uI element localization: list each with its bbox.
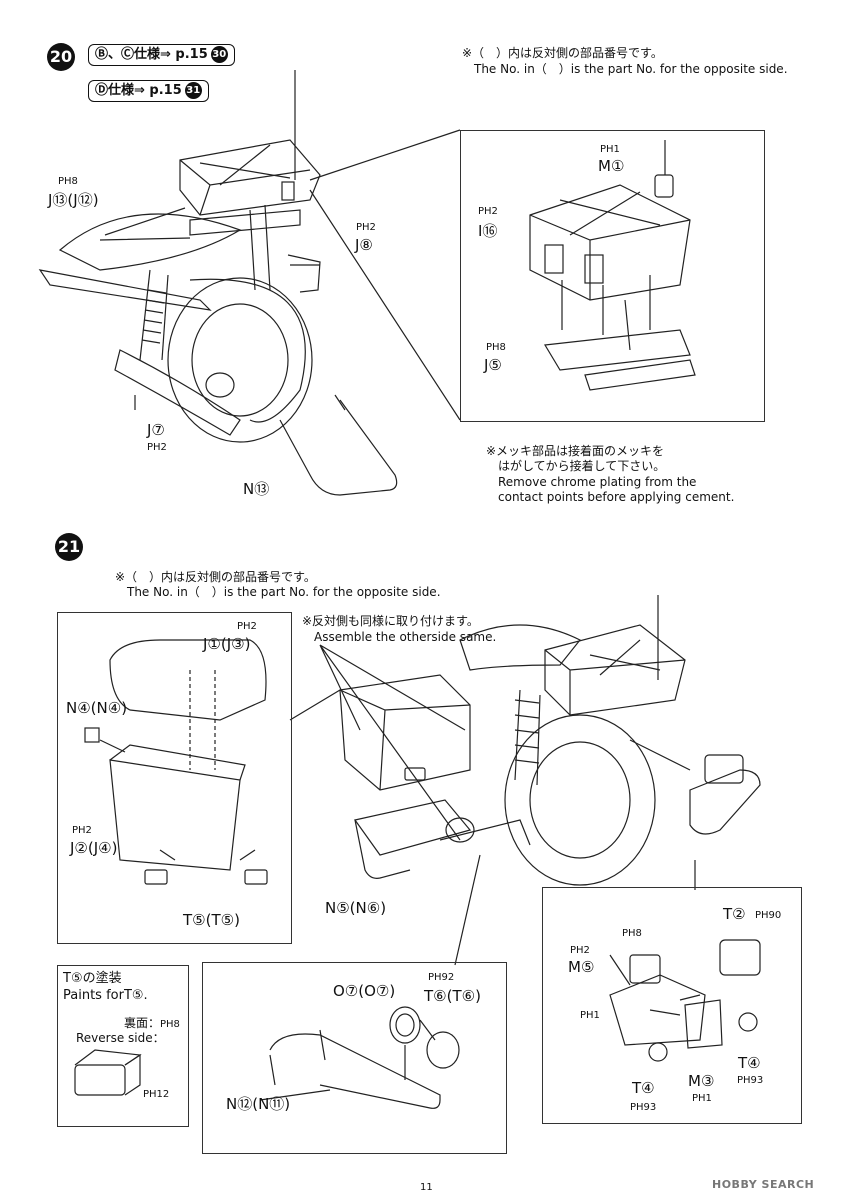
chrome-note-en-2: contact points before applying cement.: [498, 490, 735, 504]
label-ph8-reverse: PH8: [160, 1019, 180, 1030]
step-21-badge: 21: [55, 533, 83, 561]
label-t5: T⑤(T⑤): [183, 911, 240, 929]
license-detail-box: [542, 887, 802, 1124]
step-20-badge: 20: [47, 43, 75, 71]
label-ph8-m5: PH8: [622, 928, 642, 939]
saddlebag-mounted: [339, 674, 471, 791]
step21-note-en: The No. in（ ）is the part No. for the opp…: [127, 585, 441, 599]
side-rail: [38, 269, 212, 311]
label-n4: N④(N④): [66, 699, 128, 717]
assemble-note-jp: ※反対側も同様に取り付けます。: [302, 614, 479, 628]
step-20-number: 20: [49, 47, 73, 66]
bracket-j8: [287, 254, 321, 293]
label-n12: N⑫(N⑪): [226, 1095, 291, 1113]
label-reverse-en: Reverse side：: [76, 1031, 165, 1045]
label-ph1-inset: PH1: [600, 144, 620, 155]
label-m1: M①: [598, 157, 625, 175]
label-j13: J⑬(J⑫): [48, 191, 99, 209]
seat: [58, 213, 242, 271]
label-ph92: PH92: [428, 972, 455, 983]
label-ph2-a: PH2: [237, 621, 257, 632]
label-ph93-right: PH93: [737, 1075, 764, 1086]
inset-bracket-j5: [544, 329, 691, 371]
label-t4-right: T④: [738, 1054, 761, 1072]
rail-detail-box: [202, 962, 507, 1154]
muffler: [114, 349, 241, 436]
top-box-21: [544, 624, 686, 716]
label-n5: N⑤(N⑥): [325, 899, 387, 917]
step20-note-en: The No. in（ ）is the part No. for the opp…: [474, 62, 788, 76]
shock-absorber: [139, 269, 151, 361]
label-ph2-bottom: PH2: [147, 442, 167, 453]
label-ph1-b: PH1: [692, 1093, 712, 1104]
top-box-20: [179, 139, 321, 216]
label-j2: J②(J④): [70, 839, 118, 857]
assemble-note-en: Assemble the otherside same.: [314, 630, 497, 644]
label-ph90: PH90: [755, 910, 782, 921]
label-ph93-left: PH93: [630, 1102, 657, 1113]
ref-variant-bc-text: Ⓑ、Ⓒ仕様⇒ p.15: [95, 47, 208, 62]
inset-top-box: [529, 184, 691, 301]
label-ph2-b: PH2: [72, 825, 92, 836]
label-j1: J①(J③): [203, 635, 251, 653]
chrome-note-en-1: Remove chrome plating from the: [498, 475, 697, 489]
paint-detail-box: [57, 965, 189, 1127]
label-ph1-a: PH1: [580, 1010, 600, 1021]
label-ph12: PH12: [143, 1089, 170, 1100]
ref-variant-bc-page: 30: [210, 46, 228, 63]
label-j7: J⑦: [147, 421, 165, 439]
label-m5: M⑤: [568, 958, 595, 976]
label-n13: N⑬: [243, 480, 270, 498]
chrome-note-jp-1: ※メッキ部品は接着面のメッキを: [486, 444, 665, 458]
label-paints-for: Paints forT⑤.: [63, 988, 148, 1003]
label-t6: T⑥(T⑥): [424, 987, 481, 1005]
page-number: 11: [420, 1182, 433, 1193]
watermark: HOBBY SEARCH: [712, 1178, 815, 1191]
guard-n13: [279, 399, 398, 496]
label-ph2-inset: PH2: [478, 206, 498, 217]
label-j5: J⑤: [484, 356, 502, 374]
license-plate-bracket: [609, 974, 706, 1046]
saddlebag-lid: [109, 639, 267, 721]
label-t4-left: T④: [632, 1079, 655, 1097]
label-j8: J⑧: [355, 236, 373, 254]
label-reverse-jp: 裏面：: [124, 1016, 161, 1030]
step21-note-jp: ※（ ）内は反対側の部品番号です。: [115, 570, 316, 584]
saddlebag-detail-box: [57, 612, 292, 944]
ref-variant-d-page: 31: [184, 82, 202, 99]
chrome-note-jp-2: はがしてから接着して下さい。: [498, 459, 666, 473]
label-ph8-inset: PH8: [486, 342, 506, 353]
ref-variant-d-text: Ⓓ仕様⇒ p.15: [95, 83, 182, 98]
step20-note-jp: ※（ ）内は反対側の部品番号です。: [462, 46, 663, 60]
rear-wheel-21: [504, 714, 656, 886]
label-m3: M③: [688, 1072, 715, 1090]
step20-detail-inset: [460, 130, 765, 422]
license-bracket-21: [689, 769, 761, 835]
rear-fender: [189, 278, 306, 423]
saddlebag-body: [109, 759, 241, 871]
label-ph2-m5: PH2: [570, 945, 590, 956]
label-o7: O⑦(O⑦): [333, 982, 396, 1000]
bar-n12: [269, 1033, 441, 1109]
label-t2: T②: [723, 905, 746, 923]
label-i16: I⑯: [478, 222, 498, 240]
rear-wheel: [167, 277, 313, 443]
step-21-number: 21: [57, 537, 81, 556]
reverse-side-part: [74, 1064, 126, 1096]
rail-n5: [353, 799, 472, 856]
label-ph8-left: PH8: [58, 176, 78, 187]
label-ph2-right: PH2: [356, 222, 376, 233]
label-t5-paint: T⑤の塗装: [63, 971, 122, 986]
